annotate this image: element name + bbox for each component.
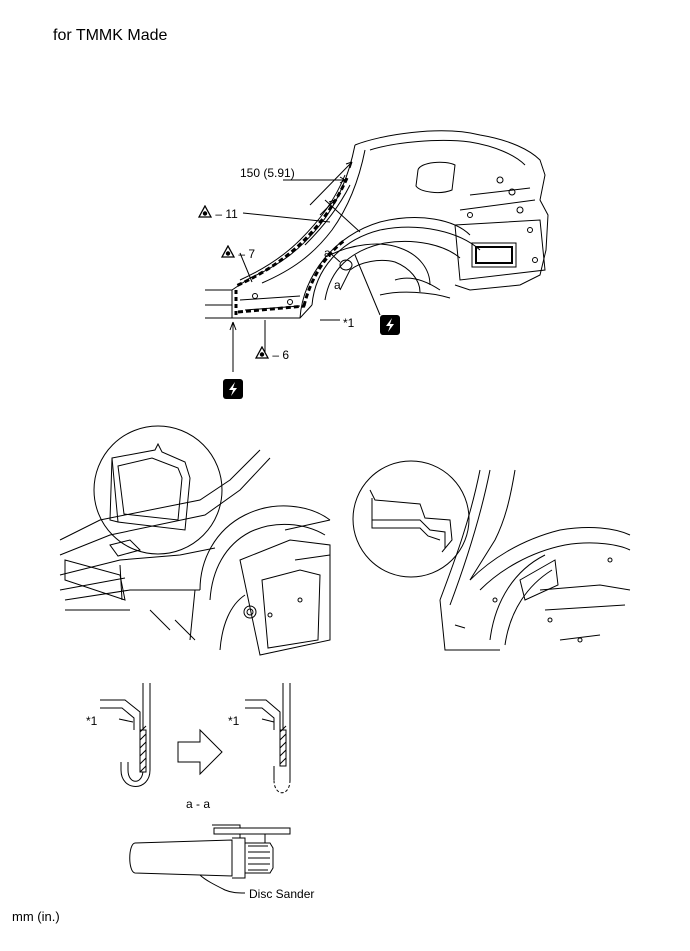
section-ref-a-lower: a <box>334 278 341 292</box>
weld-callout-7: – 7 <box>221 245 255 261</box>
weld-callout-11: – 11 <box>198 205 238 221</box>
right-detail-illustration <box>352 460 631 651</box>
section-label: a - a <box>186 797 211 811</box>
part-1-label-right: *1 <box>228 714 240 728</box>
part-1-label-top: *1 <box>343 316 355 330</box>
part-1-label-left: *1 <box>86 714 98 728</box>
lightning-bolt-icon <box>380 315 400 335</box>
weld-number-11: 11 <box>225 207 238 221</box>
weld-callout-6: – 6 <box>255 346 289 362</box>
spot-weld-triangle-icon <box>255 346 269 359</box>
leader-lines <box>229 212 381 372</box>
weld-number-7: 7 <box>248 247 256 261</box>
disc-sander-illustration <box>129 824 291 894</box>
units-note: mm (in.) <box>12 909 60 924</box>
spot-weld-triangle-icon <box>221 245 235 258</box>
spot-weld-triangle-icon <box>198 205 212 218</box>
section-arrow <box>177 728 223 776</box>
section-right <box>245 683 291 794</box>
lightning-bolt-icon <box>223 379 243 399</box>
tool-label: Disc Sander <box>249 887 315 901</box>
dimension-lines <box>283 161 353 216</box>
quarter-panel-illustration <box>205 130 549 319</box>
page-title: for TMMK Made <box>53 27 168 44</box>
left-detail-illustration <box>59 425 331 656</box>
section-ref-a-upper: a <box>324 246 331 260</box>
weld-number-6: 6 <box>282 348 290 362</box>
dimension-label: 150 (5.91) <box>240 166 295 180</box>
section-left <box>100 683 151 787</box>
